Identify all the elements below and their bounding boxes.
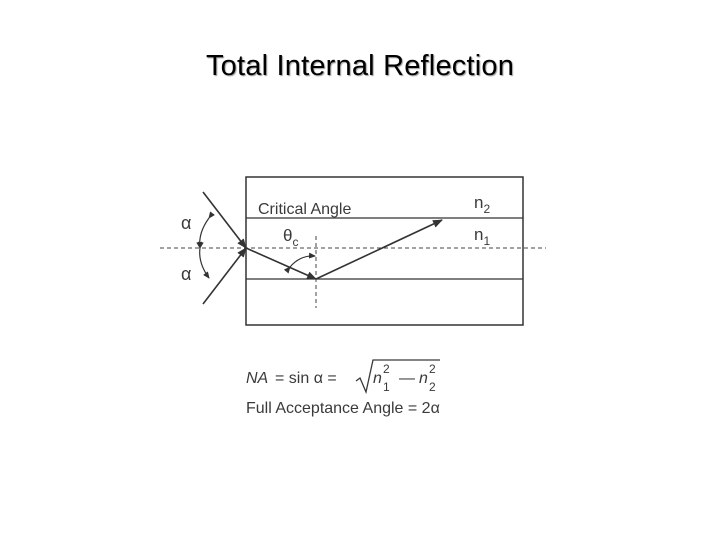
n2-subscript: 2 xyxy=(483,202,490,216)
n2-superscript: 2 xyxy=(429,362,436,376)
na-equals-sin: = sin α = xyxy=(275,370,337,387)
alpha-label-top: α xyxy=(181,213,191,233)
na-symbol: NA xyxy=(246,370,269,387)
refracted-ray xyxy=(245,247,317,280)
sqrt-sign xyxy=(355,359,440,395)
critical-angle-label: Critical Angle xyxy=(258,201,351,218)
acceptance-angle-text: Full Acceptance Angle = 2α xyxy=(246,400,440,417)
critical-angle-arc xyxy=(283,252,316,274)
alpha-arc-top xyxy=(196,211,215,249)
n2-subscript: 2 xyxy=(429,380,436,394)
n1-subscript: 1 xyxy=(483,234,490,248)
alpha-label-bottom: α xyxy=(181,264,191,284)
alpha-arc-bottom xyxy=(197,241,210,279)
theta-c-label: θc xyxy=(283,226,298,249)
n1-symbol: n xyxy=(474,225,483,244)
n1-label: n1 xyxy=(474,225,490,248)
reflected-ray xyxy=(315,219,443,280)
theta-subscript: c xyxy=(292,235,298,249)
n2-symbol: n xyxy=(474,193,483,212)
slide-title: Total Internal Reflection xyxy=(205,50,515,82)
incident-ray-bottom xyxy=(202,247,247,305)
minus-sign: — xyxy=(399,370,415,387)
n2-label: n2 xyxy=(474,193,490,216)
n1-term: n xyxy=(373,370,382,387)
n1-superscript: 2 xyxy=(383,362,390,376)
theta-symbol: θ xyxy=(283,226,292,245)
n1-subscript: 1 xyxy=(383,380,390,394)
incident-ray-top xyxy=(202,191,247,249)
n2-term: n xyxy=(419,370,428,387)
